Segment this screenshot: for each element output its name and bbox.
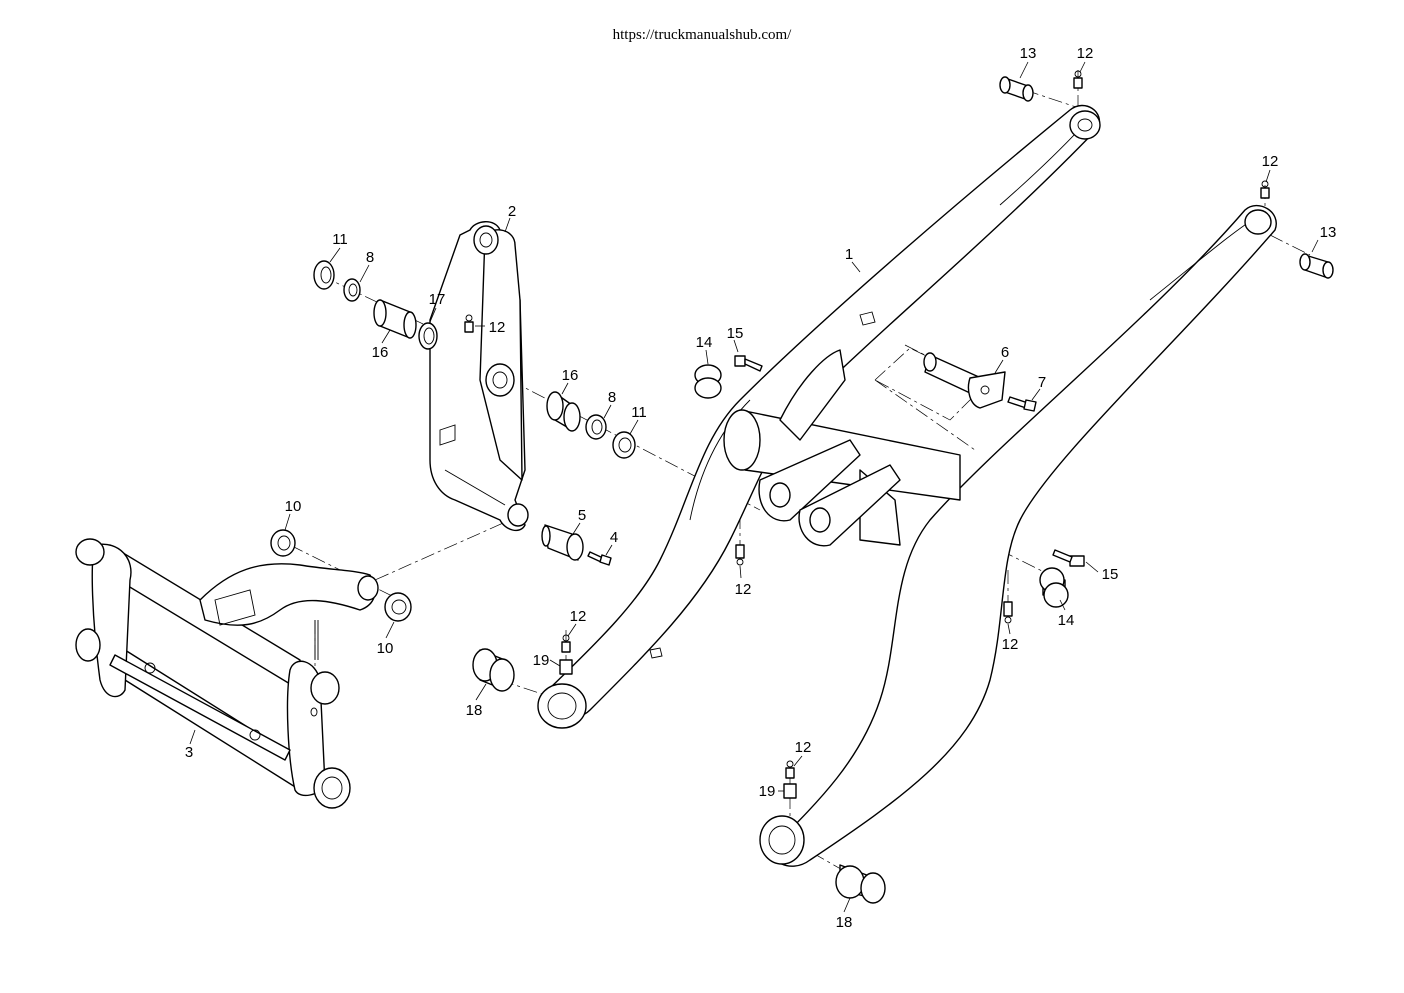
callout-14-center: 14 bbox=[696, 334, 713, 351]
fitting-12-bottom bbox=[785, 760, 795, 779]
callout-13-right: 13 bbox=[1320, 224, 1337, 241]
pin-5 bbox=[541, 524, 584, 561]
fitting-19-left bbox=[559, 659, 573, 675]
callout-11-center: 11 bbox=[631, 404, 647, 421]
bushing-18-bottom bbox=[835, 864, 886, 904]
callout-15-right: 15 bbox=[1102, 566, 1119, 583]
fitting-12-right-lower bbox=[1003, 601, 1013, 624]
callout-18-left: 18 bbox=[466, 702, 483, 719]
fitting-12-center bbox=[735, 544, 745, 566]
callout-12-center: 12 bbox=[735, 581, 752, 598]
ring-11-left bbox=[313, 260, 335, 290]
ring-8-left bbox=[343, 278, 361, 302]
callout-12-top: 12 bbox=[1077, 45, 1094, 62]
callout-8-center: 8 bbox=[608, 389, 616, 406]
fitting-12-top bbox=[1073, 70, 1083, 89]
ring-11-center bbox=[612, 431, 636, 459]
callout-17: 17 bbox=[429, 291, 446, 308]
callout-2: 2 bbox=[508, 203, 516, 220]
bushing-16-left bbox=[373, 299, 417, 339]
bushing-14-right bbox=[1039, 567, 1069, 608]
callout-19-bottom: 19 bbox=[759, 783, 776, 800]
callout-13-top: 13 bbox=[1020, 45, 1037, 62]
fitting-12-left-lower bbox=[561, 634, 571, 653]
callout-15-center: 15 bbox=[727, 325, 744, 342]
part-1-boom-arm bbox=[537, 104, 1277, 867]
bushing-16-center bbox=[546, 391, 581, 432]
callout-12-left-lower: 12 bbox=[570, 608, 587, 625]
callout-14-right: 14 bbox=[1058, 612, 1075, 629]
washer-10-lower bbox=[384, 592, 412, 622]
callout-12-bracket: 12 bbox=[489, 319, 506, 336]
source-url: https://truckmanualshub.com/ bbox=[612, 27, 792, 43]
bushing-14-center bbox=[694, 364, 722, 399]
callout-3: 3 bbox=[185, 744, 193, 761]
callout-6: 6 bbox=[1001, 344, 1009, 361]
callout-10-lower: 10 bbox=[377, 640, 394, 657]
callout-18-bottom: 18 bbox=[836, 914, 853, 931]
callout-12-bottom: 12 bbox=[795, 739, 812, 756]
callout-16-center: 16 bbox=[562, 367, 579, 384]
bushing-13-top bbox=[999, 76, 1034, 102]
callout-11-left: 11 bbox=[332, 231, 348, 248]
part-6-pin-assembly bbox=[874, 347, 1006, 421]
washer-10-upper bbox=[270, 529, 296, 557]
callout-1: 1 bbox=[845, 246, 853, 263]
bolt-15-center bbox=[734, 355, 763, 372]
ring-17 bbox=[418, 322, 438, 350]
bolt-15-right bbox=[1052, 549, 1085, 567]
callout-10-upper: 10 bbox=[285, 498, 302, 515]
bushing-13-right bbox=[1299, 253, 1334, 279]
part-3-frame bbox=[75, 538, 379, 809]
callout-12-right-lower: 12 bbox=[1002, 636, 1019, 653]
part-7-bolt bbox=[1007, 396, 1037, 412]
callout-4: 4 bbox=[610, 529, 618, 546]
callout-labels: 1 2 3 4 5 6 7 8 8 10 10 11 11 12 12 12 1… bbox=[185, 45, 1337, 931]
callout-5: 5 bbox=[578, 507, 586, 524]
fitting-12-right-top bbox=[1260, 180, 1270, 199]
fitting-12-bracket bbox=[464, 314, 474, 333]
callout-19-left: 19 bbox=[533, 652, 550, 669]
ring-8-center bbox=[585, 414, 607, 440]
leader-lines bbox=[189, 61, 1319, 913]
callout-16-left: 16 bbox=[372, 344, 389, 361]
bushing-18-left bbox=[472, 648, 515, 692]
callout-7: 7 bbox=[1038, 374, 1046, 391]
callout-12-right-top: 12 bbox=[1262, 153, 1279, 170]
part-2-bracket bbox=[429, 221, 529, 532]
callout-8-left: 8 bbox=[366, 249, 374, 266]
bolt-4 bbox=[587, 551, 612, 566]
fitting-19-bottom bbox=[783, 783, 797, 799]
